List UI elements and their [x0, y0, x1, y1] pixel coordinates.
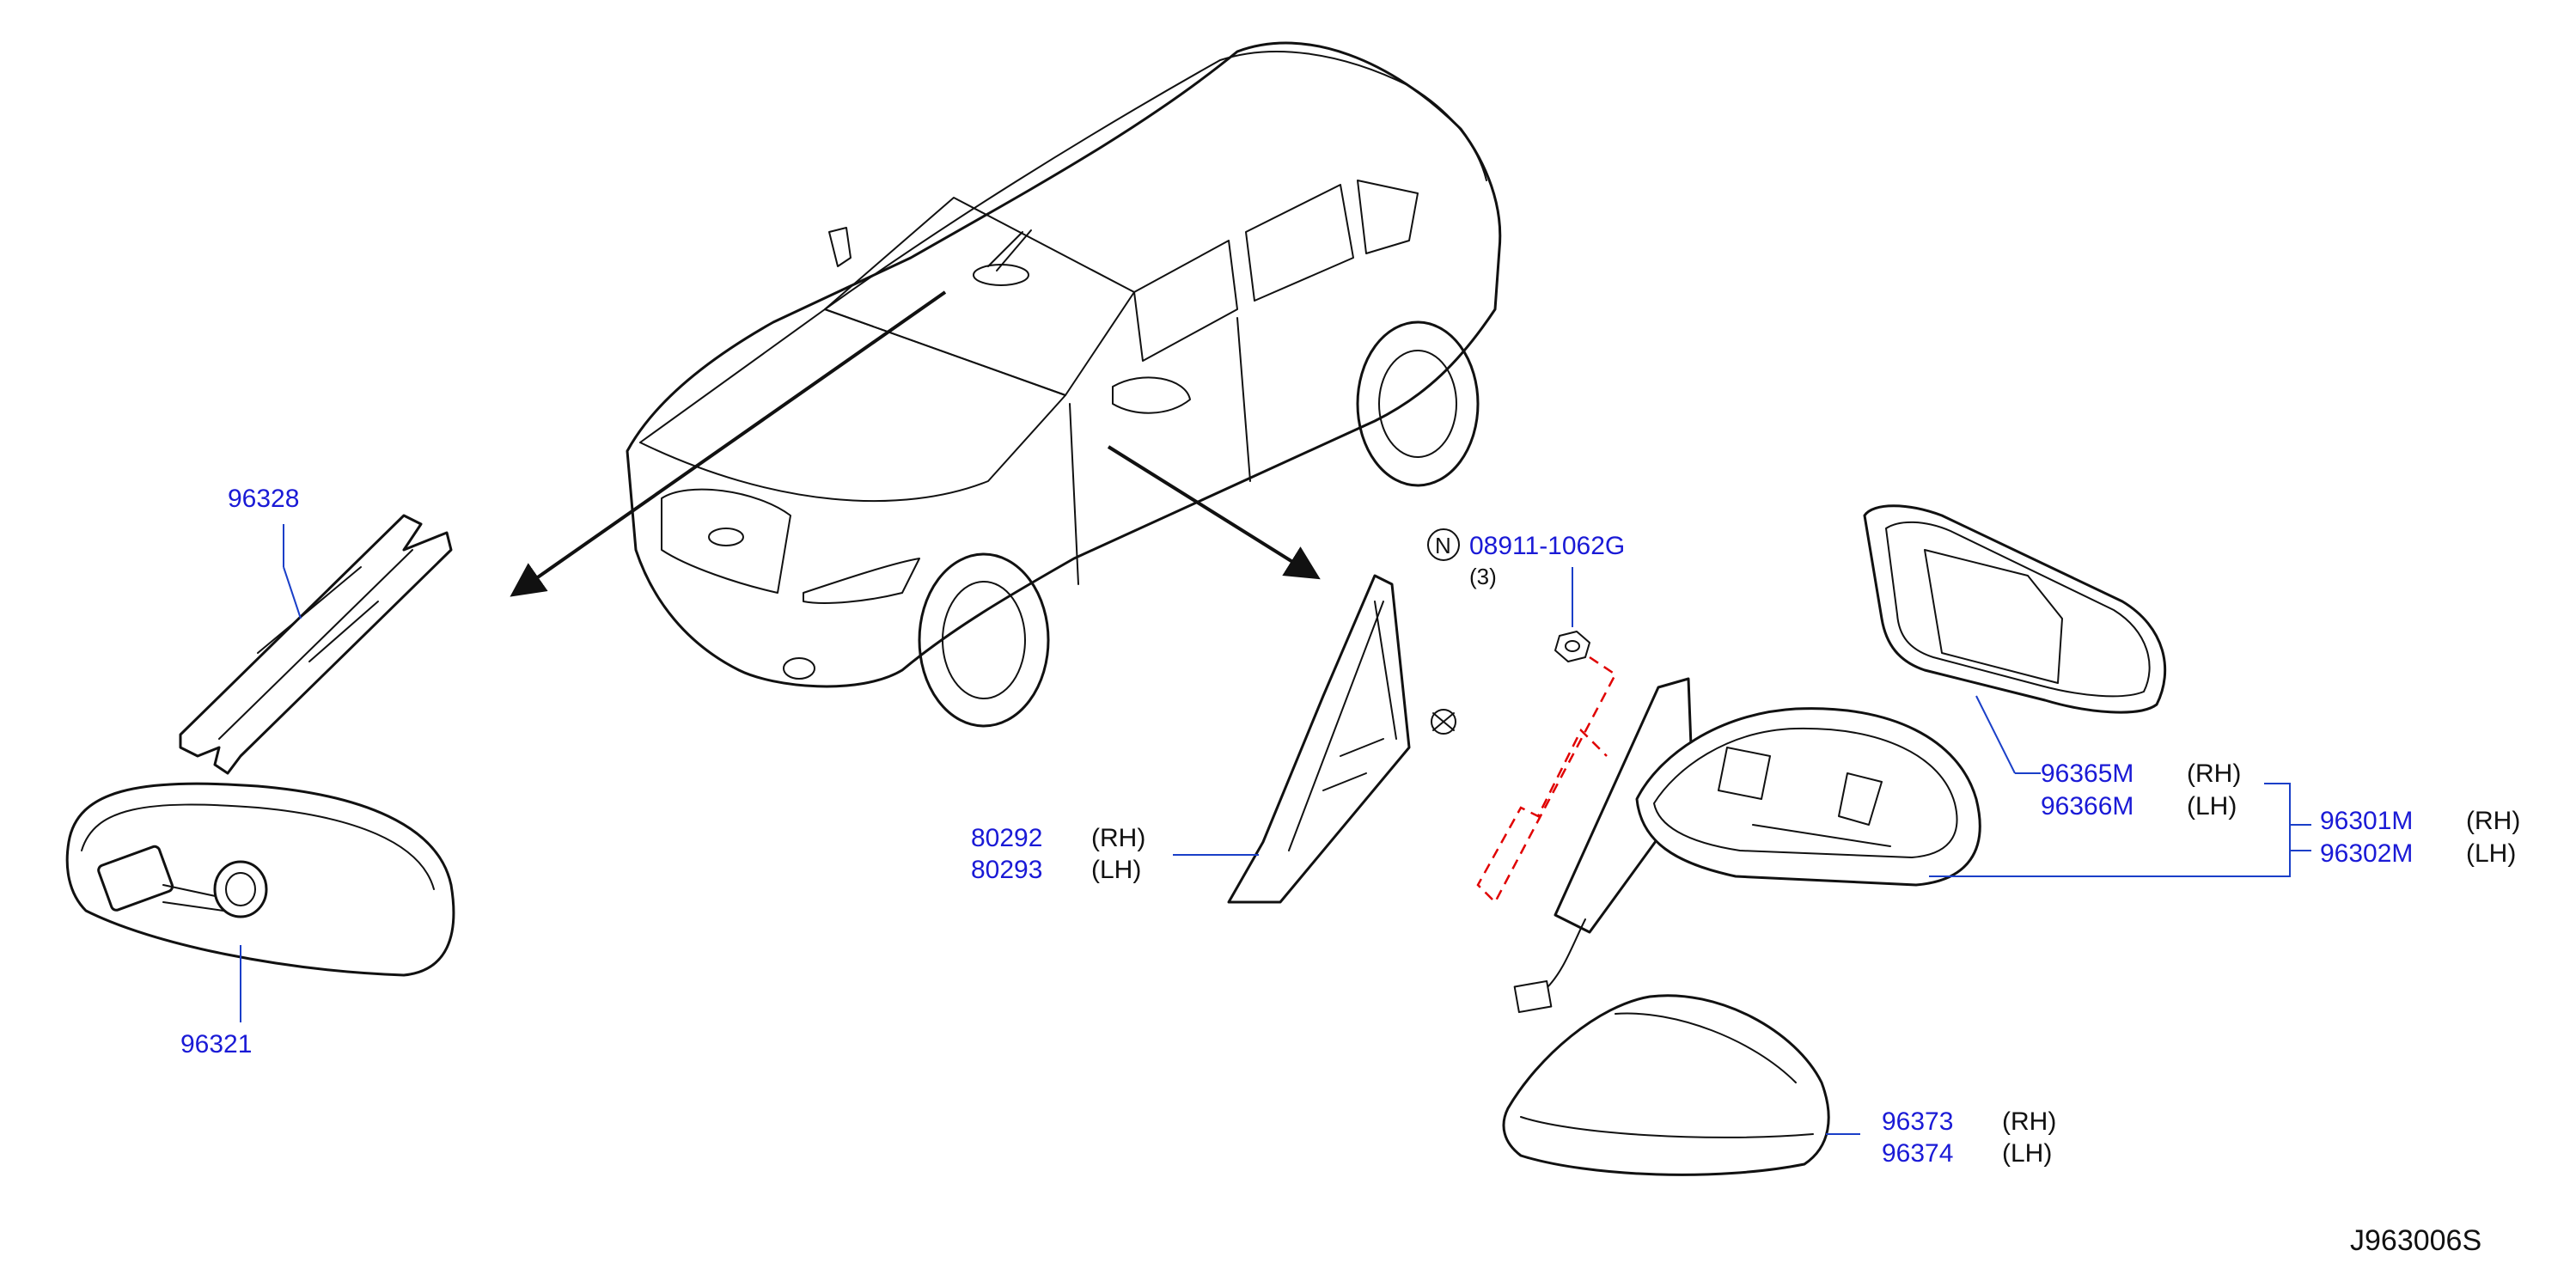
- arrow-to-outside-mirror: [1107, 445, 1321, 580]
- bracket-96301M: [1929, 783, 2311, 877]
- side-96374: (LH): [2002, 1139, 2052, 1168]
- mirror-glass-part: [1863, 504, 2167, 714]
- part-number-96328: 96328: [228, 485, 299, 513]
- side-96365M: (RH): [2187, 760, 2241, 788]
- part-number-80293: 80293: [971, 856, 1042, 884]
- nut-part: [1554, 631, 1590, 662]
- side-96373: (RH): [2002, 1107, 2056, 1136]
- part-number-96373: 96373: [1882, 1107, 1953, 1136]
- part-number-96301M: 96301M: [2320, 807, 2413, 835]
- arrow-to-inside-mirror: [510, 290, 947, 597]
- vehicle-illustration: [626, 41, 1502, 728]
- part-number-80292: 80292: [971, 824, 1042, 852]
- inside-mirror-part: [65, 782, 455, 977]
- nut-marker: N: [1427, 528, 1460, 561]
- stud-location-dashed: [1476, 656, 1617, 905]
- door-corner-finisher-part: [1227, 574, 1456, 904]
- outside-mirror-body-part: [1513, 677, 1981, 1014]
- leader-96365M: [1975, 695, 2016, 774]
- side-80293: (LH): [1091, 856, 1141, 884]
- part-number-96366M: 96366M: [2041, 792, 2133, 821]
- side-96366M: (LH): [2187, 792, 2237, 821]
- side-80292: (RH): [1091, 824, 1145, 852]
- diagram-code: J963006S: [2350, 1224, 2481, 1257]
- part-number-96302M: 96302M: [2320, 839, 2413, 868]
- part-number-96321: 96321: [180, 1030, 252, 1058]
- cover-bracket-part: [179, 514, 453, 775]
- svg-text:N: N: [1435, 533, 1451, 558]
- mirror-cover-part: [1502, 994, 1830, 1176]
- side-96302M: (LH): [2466, 839, 2516, 868]
- side-96301M: (RH): [2466, 807, 2520, 835]
- part-number-08911-1062G: 08911-1062G: [1469, 532, 1625, 560]
- part-number-96374: 96374: [1882, 1139, 1953, 1168]
- quantity-08911-1062G: (3): [1469, 564, 1497, 589]
- part-number-96365M: 96365M: [2041, 760, 2133, 788]
